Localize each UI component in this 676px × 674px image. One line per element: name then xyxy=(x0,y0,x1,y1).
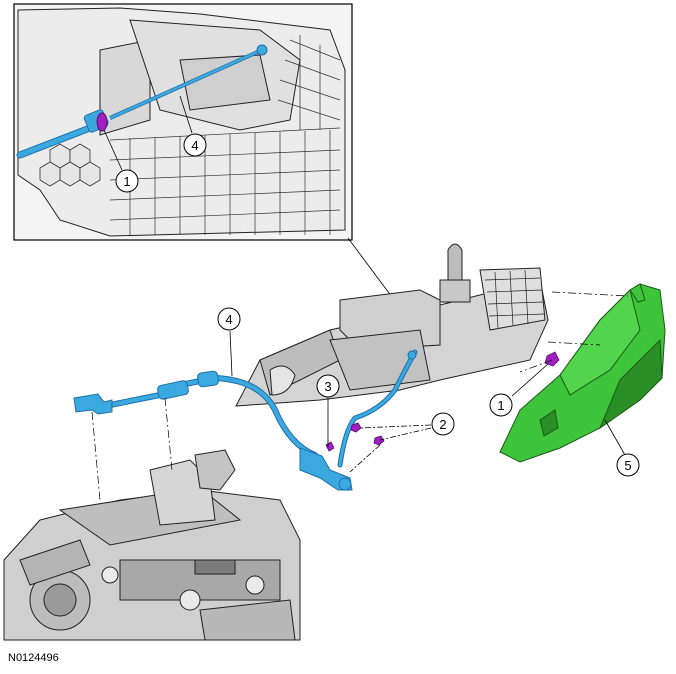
svg-text:4: 4 xyxy=(191,138,198,153)
callout-2: 2 xyxy=(431,412,455,436)
svg-text:5: 5 xyxy=(624,458,631,473)
leader-5 xyxy=(604,419,626,456)
svg-text:4: 4 xyxy=(225,312,232,327)
pin-fastener-upper xyxy=(350,422,362,433)
inset-leader-1 xyxy=(103,129,123,171)
callout-3: 3 xyxy=(316,374,340,398)
leader-2 xyxy=(349,424,432,473)
floor-console-shifter-assembly xyxy=(235,243,549,407)
console-side-trim-panel xyxy=(499,283,666,463)
svg-text:1: 1 xyxy=(497,398,504,413)
inset-retaining-clip xyxy=(96,112,108,132)
figure-id-label: N0124496 xyxy=(8,652,59,664)
inset-honeycomb xyxy=(39,143,101,187)
cable-bracket-clip xyxy=(544,351,560,367)
callout-1-main: 1 xyxy=(489,393,513,417)
leader-4 xyxy=(229,330,233,377)
callout-5: 5 xyxy=(616,453,640,477)
alignment-lines xyxy=(91,291,629,501)
inset-leader-4 xyxy=(179,95,193,134)
leader-1-main xyxy=(511,363,549,397)
callout-4-main: 4 xyxy=(217,307,241,331)
pin-fastener-lower xyxy=(373,435,385,446)
svg-text:3: 3 xyxy=(324,379,331,394)
transmission-assembly xyxy=(3,449,301,641)
cable-lock-clip xyxy=(325,441,335,452)
inset-grid-pattern xyxy=(109,35,341,235)
svg-text:2: 2 xyxy=(439,417,446,432)
inset-callout-4: 4 xyxy=(183,133,207,157)
inset-detail-view: 1 4 xyxy=(13,3,353,241)
svg-text:1: 1 xyxy=(123,174,130,189)
shift-cable-assembly xyxy=(73,349,418,491)
inset-callout-1: 1 xyxy=(115,169,139,193)
